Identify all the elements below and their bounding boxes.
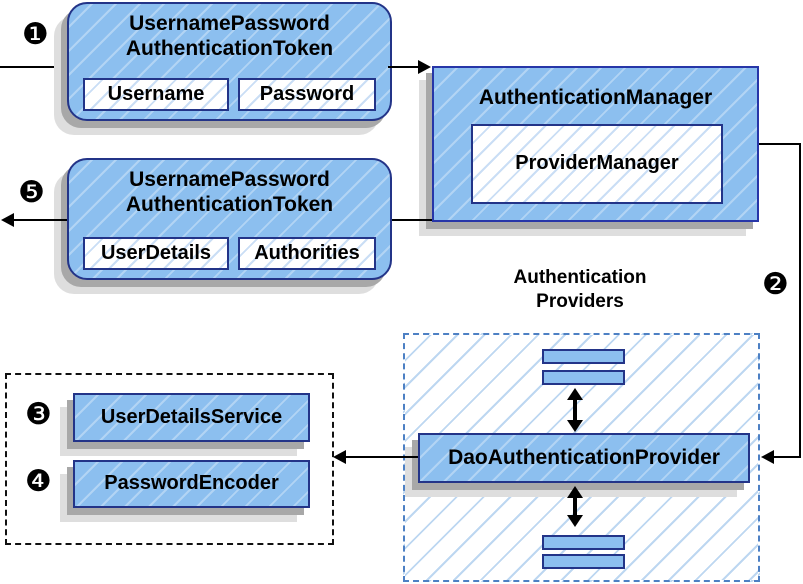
- step-5-marker: ❺: [18, 175, 45, 210]
- providers-group-title: Authentication Providers: [470, 266, 690, 314]
- step-1-marker: ❶: [22, 17, 49, 52]
- other-provider-bar: [542, 554, 625, 569]
- step-3-marker: ❸: [25, 397, 52, 432]
- password-field-box: Password: [238, 78, 376, 111]
- double-arrow-down-icon: [567, 515, 583, 527]
- result-token-title: UsernamePassword AuthenticationToken: [69, 167, 390, 217]
- double-arrow-up-icon: [567, 486, 583, 498]
- userdetails-field-box: UserDetails: [83, 237, 229, 270]
- authentication-manager-title: AuthenticationManager: [478, 86, 713, 109]
- manager-to-provider-line-top: [759, 143, 801, 145]
- manager-to-provider-line-bottom: [773, 456, 801, 458]
- request-token-title: UsernamePassword AuthenticationToken: [69, 11, 390, 61]
- manager-to-result-line: [388, 219, 432, 221]
- result-token-title-line2: AuthenticationToken: [125, 193, 334, 216]
- double-arrow-shaft: [573, 496, 577, 517]
- double-arrow-down-icon: [567, 420, 583, 432]
- step-4-marker: ❹: [25, 464, 52, 499]
- request-token-title-line2: AuthenticationToken: [125, 37, 334, 60]
- outgoing-result-line: [6, 219, 67, 221]
- dao-authentication-provider-node: DaoAuthenticationProvider: [418, 433, 750, 483]
- double-arrow-shaft: [573, 398, 577, 422]
- username-field-box: Username: [83, 78, 229, 111]
- token-to-manager-line: [388, 66, 420, 68]
- outgoing-result-arrowhead-icon: [1, 213, 14, 227]
- password-encoder-node: PasswordEncoder: [73, 460, 310, 508]
- result-token-node: UsernamePassword AuthenticationToken Use…: [67, 158, 392, 280]
- providers-group-title-line2: Providers: [536, 291, 624, 312]
- token-to-manager-arrowhead-icon: [418, 60, 431, 74]
- services-group-box: [5, 373, 334, 545]
- other-provider-bar: [542, 349, 625, 364]
- double-arrow-up-icon: [567, 388, 583, 400]
- authentication-manager-node: AuthenticationManager ProviderManager: [432, 66, 759, 222]
- request-token-node: UsernamePassword AuthenticationToken Use…: [67, 2, 392, 121]
- manager-to-provider-line-vertical: [799, 143, 801, 457]
- request-token-title-line1: UsernamePassword: [129, 12, 330, 35]
- other-provider-bar: [542, 370, 625, 385]
- result-token-fields: UserDetails Authorities: [79, 237, 380, 270]
- request-token-fields: Username Password: [79, 78, 380, 111]
- user-details-service-node: UserDetailsService: [73, 393, 310, 442]
- providers-group-title-line1: Authentication: [513, 267, 647, 288]
- other-provider-bar: [542, 535, 625, 550]
- provider-manager-node: ProviderManager: [471, 124, 723, 204]
- provider-to-services-arrowhead-icon: [333, 450, 346, 464]
- step-2-marker: ❷: [762, 267, 789, 302]
- authorities-field-box: Authorities: [238, 237, 376, 270]
- manager-to-provider-arrowhead-icon: [761, 450, 774, 464]
- result-token-title-line1: UsernamePassword: [129, 168, 330, 191]
- incoming-request-line: [0, 66, 68, 68]
- provider-to-services-line: [345, 456, 418, 458]
